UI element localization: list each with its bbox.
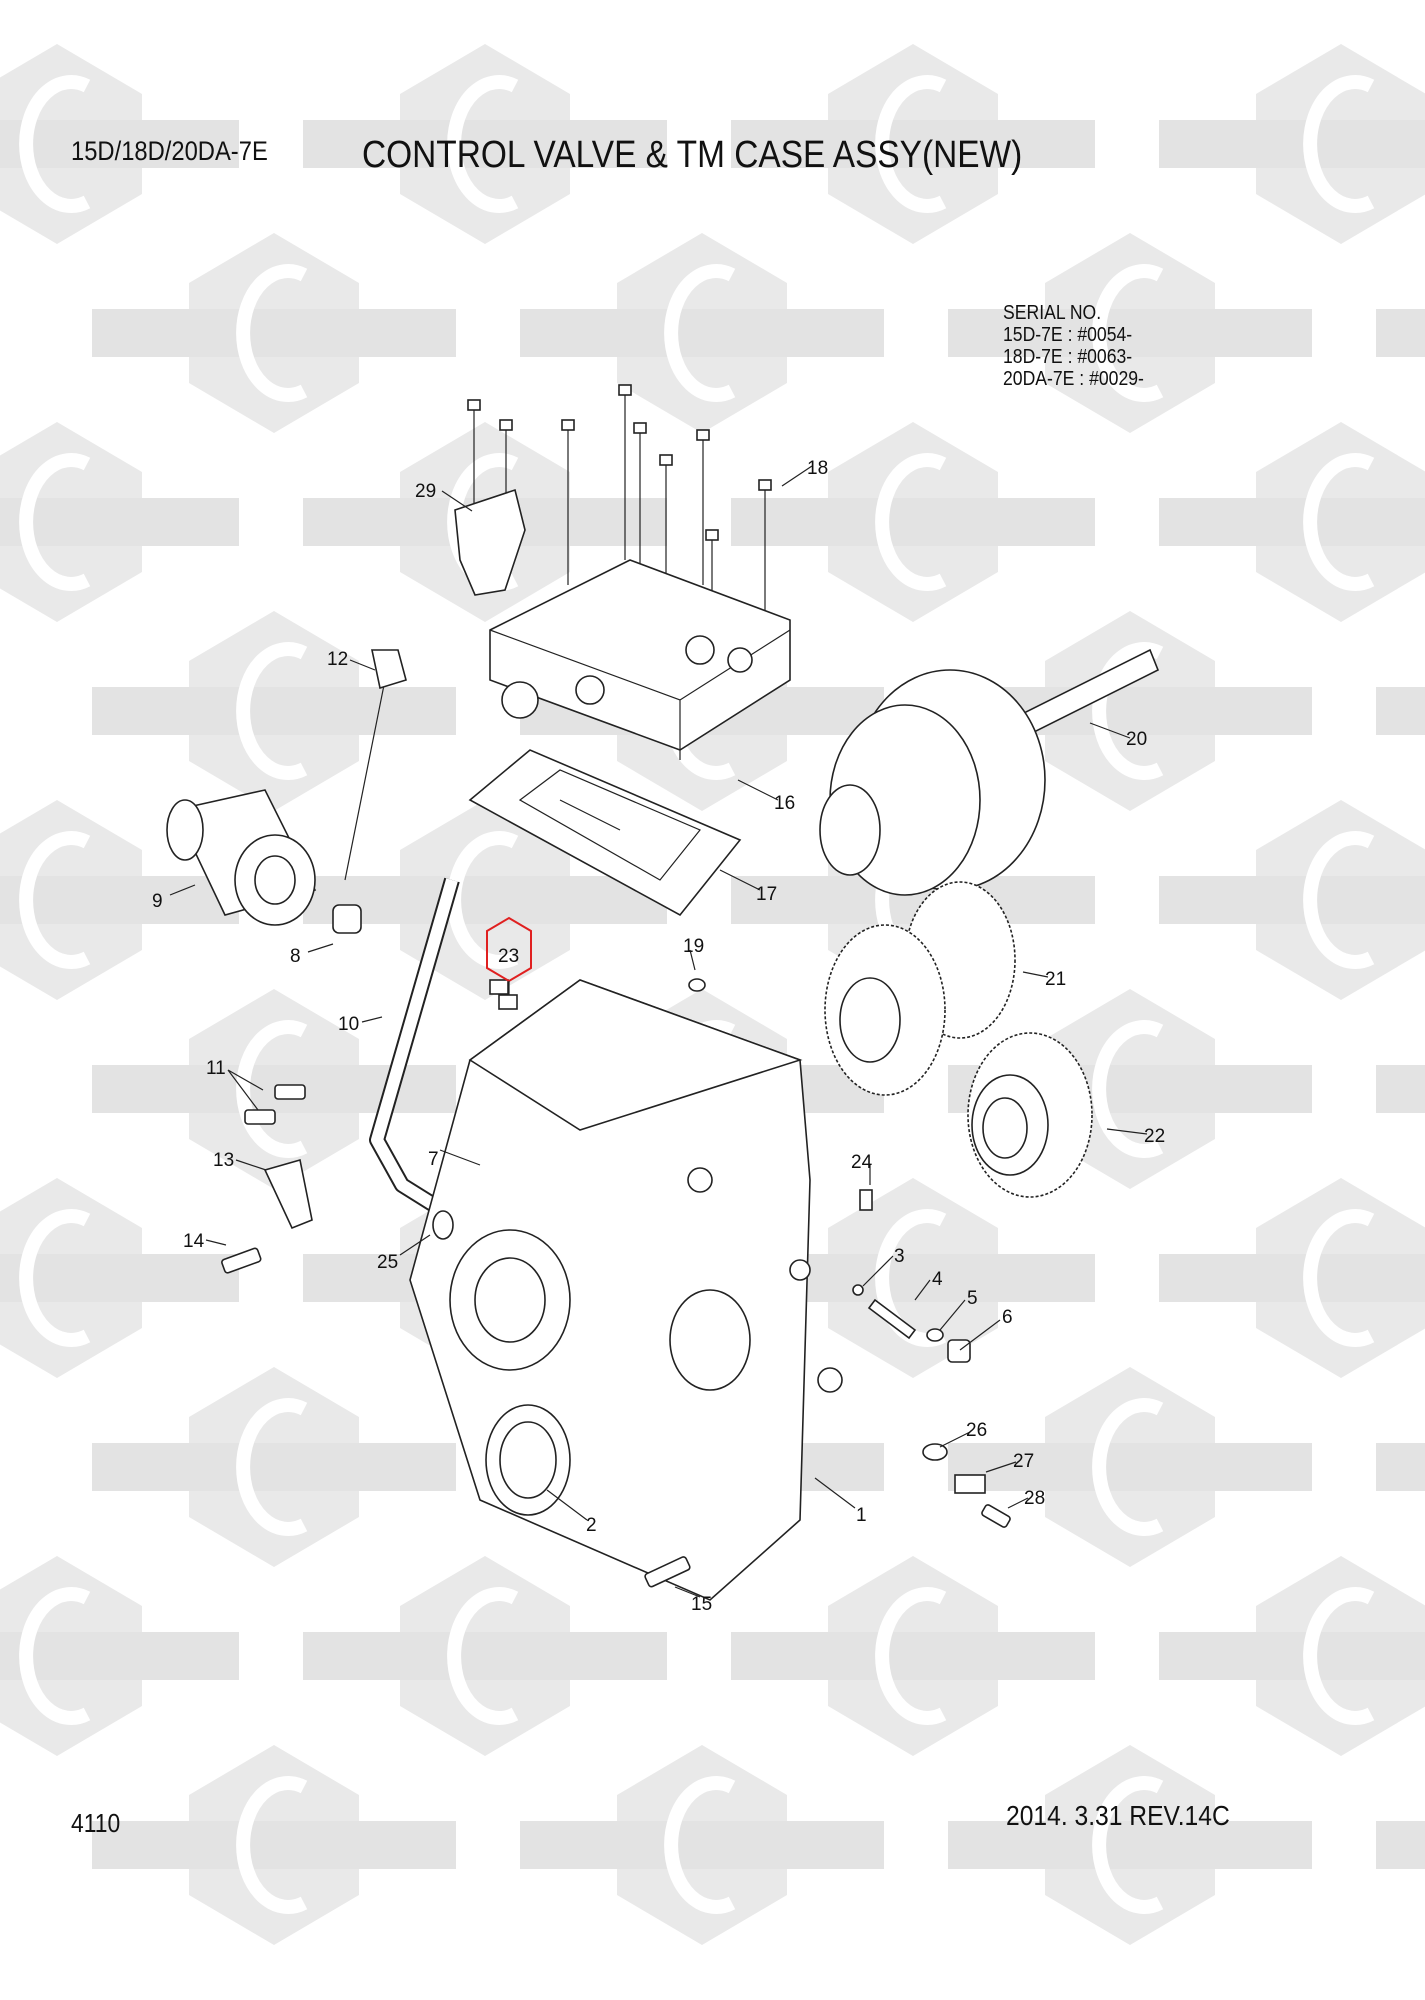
part-label-14[interactable]: 14	[183, 1231, 205, 1252]
watermark-logo	[92, 1367, 456, 1567]
model-code: 15D/18D/20DA-7E	[71, 136, 268, 166]
part-label-24[interactable]: 24	[851, 1152, 873, 1173]
watermark-logo	[1159, 800, 1425, 1000]
control-valve-body	[489, 559, 791, 760]
watermark-logo	[92, 1745, 456, 1945]
watermark-logo	[1376, 309, 1425, 357]
watermark-logo	[1159, 44, 1425, 244]
part-label-5[interactable]: 5	[967, 1288, 978, 1309]
highlight-hexagon[interactable]	[486, 916, 532, 983]
page-title: CONTROL VALVE & TM CASE ASSY(NEW)	[362, 134, 1023, 176]
part-label-16[interactable]: 16	[774, 793, 795, 814]
part-label-1[interactable]: 1	[856, 1505, 867, 1526]
watermark-logo	[731, 422, 1095, 622]
watermark-logo	[303, 1556, 667, 1756]
part-label-23[interactable]: 23	[498, 946, 519, 967]
watermark-logo	[520, 1745, 884, 1945]
watermark-logo	[948, 1367, 1312, 1567]
watermark-logo	[1159, 1178, 1425, 1378]
gear-21	[824, 881, 1016, 1096]
part-label-4[interactable]: 4	[932, 1269, 943, 1290]
serial-info: SERIAL NO. 15D-7E : #0054- 18D-7E : #006…	[1003, 302, 1144, 390]
fitting	[332, 904, 362, 934]
part-label-11[interactable]: 11	[206, 1058, 226, 1079]
page-number: 4110	[71, 1808, 121, 1838]
part-label-15[interactable]: 15	[691, 1594, 712, 1615]
bolt-set	[467, 384, 772, 635]
part-label-28[interactable]: 28	[1024, 1488, 1045, 1509]
part-label-3[interactable]: 3	[894, 1246, 905, 1267]
part-label-17[interactable]: 17	[756, 884, 777, 905]
gear-22	[967, 1032, 1093, 1198]
watermark-logo	[0, 1178, 239, 1378]
part-label-19[interactable]: 19	[683, 936, 704, 957]
dipstick	[344, 649, 407, 881]
part-label-21[interactable]: 21	[1045, 969, 1066, 990]
oil-seal	[485, 1404, 571, 1516]
part-label-13[interactable]: 13	[213, 1150, 234, 1171]
serial-line: 15D-7E : #0054-	[1003, 324, 1133, 346]
part-label-20[interactable]: 20	[1126, 729, 1147, 750]
watermark-logo	[1376, 1821, 1425, 1869]
watermark-logo	[520, 233, 884, 433]
oil-filter	[166, 789, 317, 926]
watermark-logo	[0, 422, 239, 622]
watermark-logo	[948, 1745, 1312, 1945]
part-label-2[interactable]: 2	[586, 1515, 597, 1536]
small-hardware	[221, 978, 1011, 1588]
gasket	[468, 749, 742, 917]
part-label-10[interactable]: 10	[338, 1014, 359, 1035]
part-label-26[interactable]: 26	[966, 1420, 987, 1441]
watermark-logo	[0, 800, 239, 1000]
leader-lines	[169, 465, 1148, 1598]
watermark-logo	[1376, 1065, 1425, 1113]
serial-heading: SERIAL NO.	[1003, 302, 1102, 324]
serial-line: 18D-7E : #0063-	[1003, 346, 1133, 368]
watermark-logo	[0, 44, 239, 244]
serial-line: 20DA-7E : #0029-	[1003, 368, 1144, 390]
part-label-8[interactable]: 8	[290, 946, 301, 967]
revision-date: 2014. 3.31 REV.14C	[1006, 1800, 1230, 1831]
watermark-logo	[92, 611, 456, 811]
watermark-logo	[731, 1556, 1095, 1756]
part-label-9[interactable]: 9	[152, 891, 163, 912]
watermark-logo	[1159, 1556, 1425, 1756]
part-label-25[interactable]: 25	[377, 1252, 398, 1273]
part-label-7[interactable]: 7	[428, 1149, 439, 1170]
part-label-12[interactable]: 12	[327, 649, 348, 670]
bracket-part	[454, 488, 526, 596]
watermark-logo	[1159, 422, 1425, 622]
watermark-logo	[731, 44, 1095, 244]
watermark-logo	[0, 1556, 239, 1756]
clutch-drum-shaft	[819, 648, 1160, 896]
watermark-logo	[1376, 687, 1425, 735]
transmission-case	[409, 979, 843, 1601]
part-label-29[interactable]: 29	[415, 481, 436, 502]
part-labels: 1 2 3 4 5 6 7 8 9 10 11 12 13 14 15 16 1…	[152, 458, 1165, 1615]
part-label-22[interactable]: 22	[1144, 1126, 1165, 1147]
watermark-logo	[92, 233, 456, 433]
watermark-logo	[948, 233, 1312, 433]
watermark-logo	[303, 44, 667, 244]
part-label-6[interactable]: 6	[1002, 1307, 1013, 1328]
watermark-logo	[1376, 1443, 1425, 1491]
part-label-27[interactable]: 27	[1013, 1451, 1034, 1472]
part-label-18[interactable]: 18	[807, 458, 828, 479]
